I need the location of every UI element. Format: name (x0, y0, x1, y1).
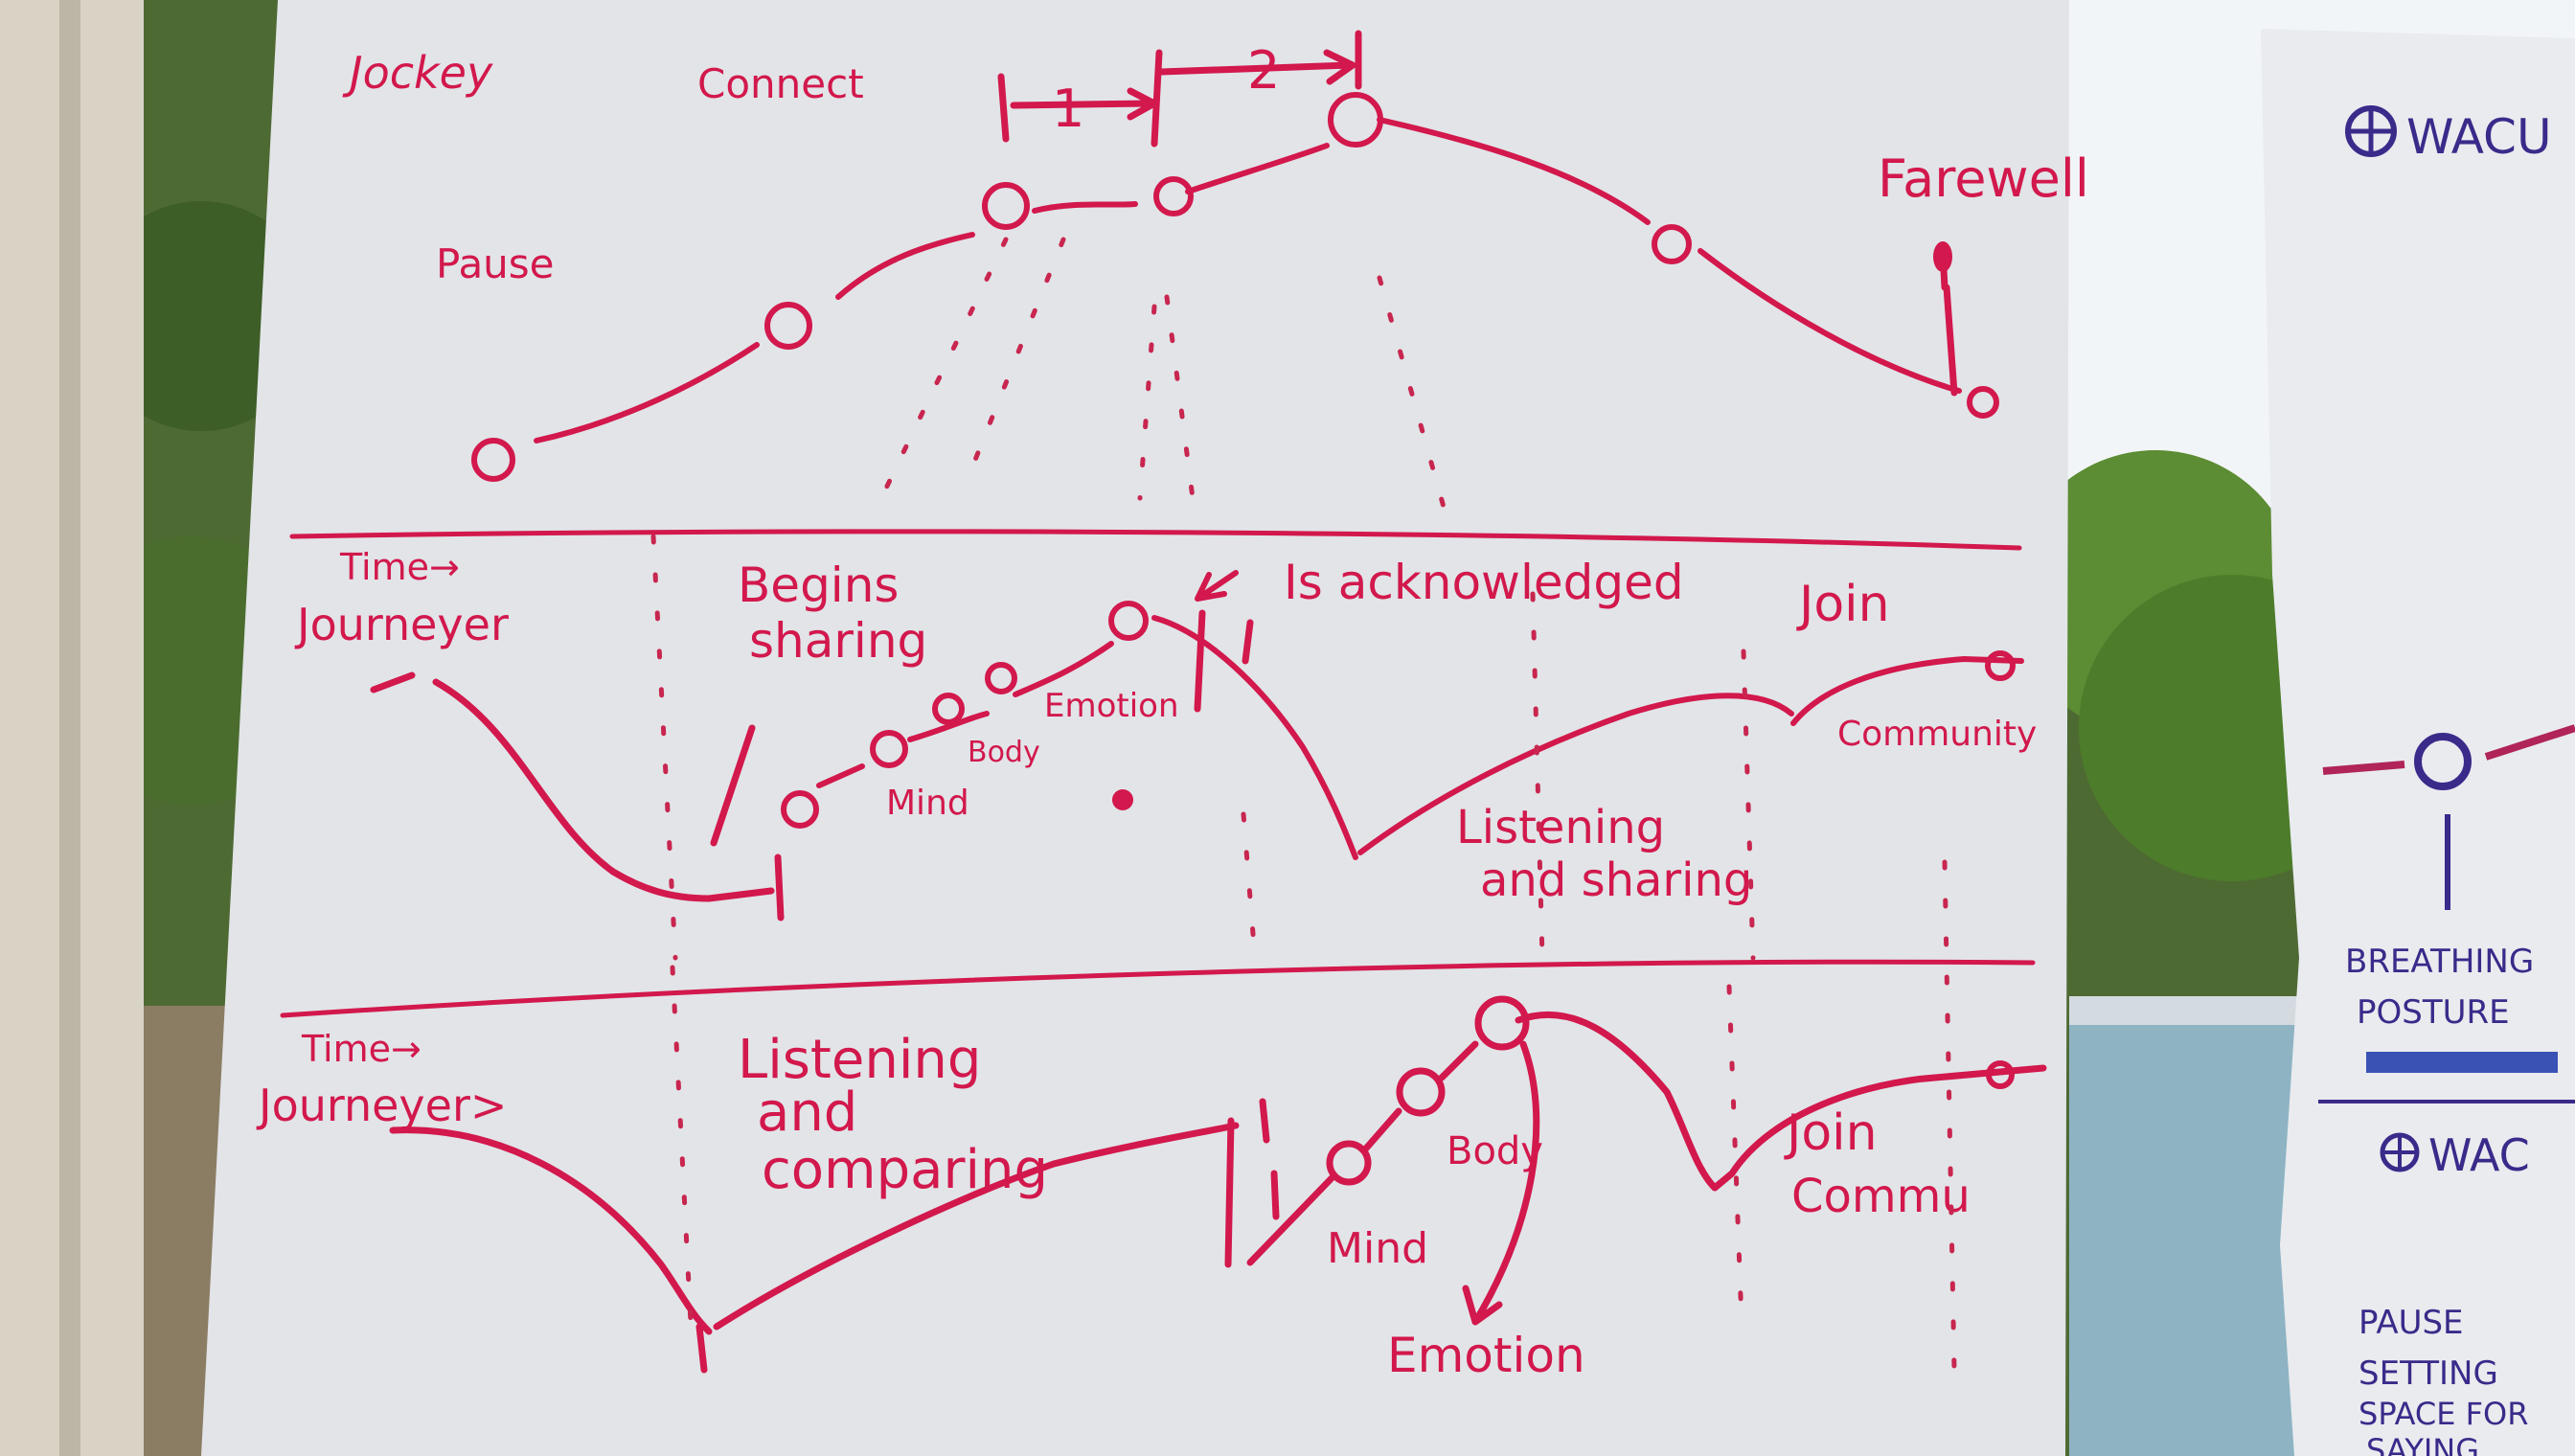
plus-circle-icon-top (2345, 105, 2397, 157)
node-peak-bottom (1474, 995, 1530, 1051)
label-listening-sharing-2: and sharing (1480, 853, 1752, 907)
node-descend (1652, 224, 1692, 264)
label-farewell: Farewell (1878, 148, 2089, 209)
label-connect: Connect (697, 60, 864, 107)
plus-icon-bottom (2383, 1136, 2416, 1169)
label-body-bottom: Body (1447, 1129, 1543, 1173)
plus-icon-top (2349, 109, 2393, 153)
bottom-rise-curve (1246, 1011, 2047, 1266)
label-community: Community (1837, 715, 2037, 754)
label-breathing: BREATHING (2345, 943, 2534, 981)
label-wacu-top: WACU (2406, 109, 2552, 165)
middle-dip-curve (370, 671, 785, 921)
node-connect-2 (1153, 176, 1194, 216)
right-sheet-content: WACU BREATHING POSTURE WAC PAUSE SETTING… (2318, 105, 2575, 1456)
top-curve (534, 117, 1962, 444)
marker-1: 1 (1052, 79, 1084, 139)
node-mind-middle (781, 790, 819, 829)
label-setting-2: SPACE FOR (2359, 1396, 2528, 1432)
window-frame-edge (59, 0, 80, 1456)
label-listening-sharing-1: Listening (1456, 801, 1665, 854)
label-time-middle: Time→ (339, 546, 460, 588)
node-peak-middle (1108, 601, 1149, 641)
label-wac-bottom: WAC (2428, 1129, 2530, 1181)
label-mind-middle: Mind (886, 784, 969, 823)
highlight-bar (2366, 1052, 2558, 1073)
label-jockey: Jockey (342, 47, 493, 99)
node-body-bottom (1396, 1067, 1446, 1117)
label-join-middle: Join (1796, 576, 1890, 633)
bottom-panel: Time→ Journeyer> Listening and comparing… (256, 859, 2047, 1383)
node-mind-bottom (1326, 1140, 1372, 1186)
right-line (2322, 724, 2575, 775)
bracket-arrows (997, 30, 1362, 148)
label-mind-bottom: Mind (1327, 1224, 1428, 1273)
node-pause (764, 302, 812, 350)
middle-ticks (710, 609, 1254, 847)
farewell-dot (1933, 241, 1952, 272)
middle-rise-curve (816, 615, 2024, 860)
label-body-middle: Body (968, 736, 1040, 769)
label-listening-1: Listening (738, 1029, 981, 1091)
label-emotion-middle: Emotion (1044, 687, 1179, 725)
top-panel: Jockey Connect Pause Farewell 1 2 (342, 30, 2089, 520)
acknowledged-arrow (1195, 570, 1239, 602)
label-time-bottom: Time→ (301, 1028, 422, 1070)
label-join-bottom-2: Commu (1791, 1170, 1971, 1223)
node-emotion-middle (985, 662, 1017, 694)
label-pause: Pause (436, 240, 555, 287)
node-peak (1328, 92, 1383, 148)
label-listening-2: and (757, 1081, 857, 1144)
node-connect-1 (982, 182, 1030, 230)
paper-sheet-right (2261, 29, 2575, 1456)
node-farewell (1967, 386, 1999, 419)
label-setting-3: SAYING (2366, 1432, 2479, 1456)
bottom-ticks (695, 1098, 1280, 1374)
label-journeyer-bottom: Journeyer> (256, 1080, 507, 1131)
ink-blot (1112, 789, 1133, 810)
right-node (2414, 733, 2472, 790)
middle-panel: Time→ Journeyer Begins sharing Is acknow… (294, 534, 2037, 961)
paper-sheet-main (201, 0, 2069, 1456)
node-start (471, 438, 515, 482)
node-body-middle-2 (932, 693, 965, 725)
bottom-dip-curve (389, 1117, 1240, 1335)
node-join-bottom (1986, 1060, 2015, 1089)
label-pause-right: PAUSE (2359, 1304, 2464, 1342)
emotion-arrow-bottom (1462, 1040, 1540, 1326)
label-journeyer-middle: Journeyer (294, 599, 509, 650)
label-begins-sharing-2: sharing (749, 613, 927, 669)
node-community (1985, 650, 2016, 681)
divider-middle (280, 959, 2036, 1018)
label-is-acknowledged: Is acknowledged (1284, 555, 1684, 610)
node-body-middle (870, 730, 908, 768)
label-begins-sharing-1: Begins (738, 557, 899, 613)
divider-top (289, 529, 2022, 551)
label-posture: POSTURE (2357, 993, 2510, 1032)
plus-circle-icon-bottom (2380, 1132, 2420, 1172)
bottom-guides (670, 859, 1957, 1373)
label-listening-3: comparing (762, 1139, 1048, 1201)
label-emotion-bottom: Emotion (1387, 1328, 1585, 1383)
label-setting-1: SETTING (2359, 1354, 2498, 1393)
